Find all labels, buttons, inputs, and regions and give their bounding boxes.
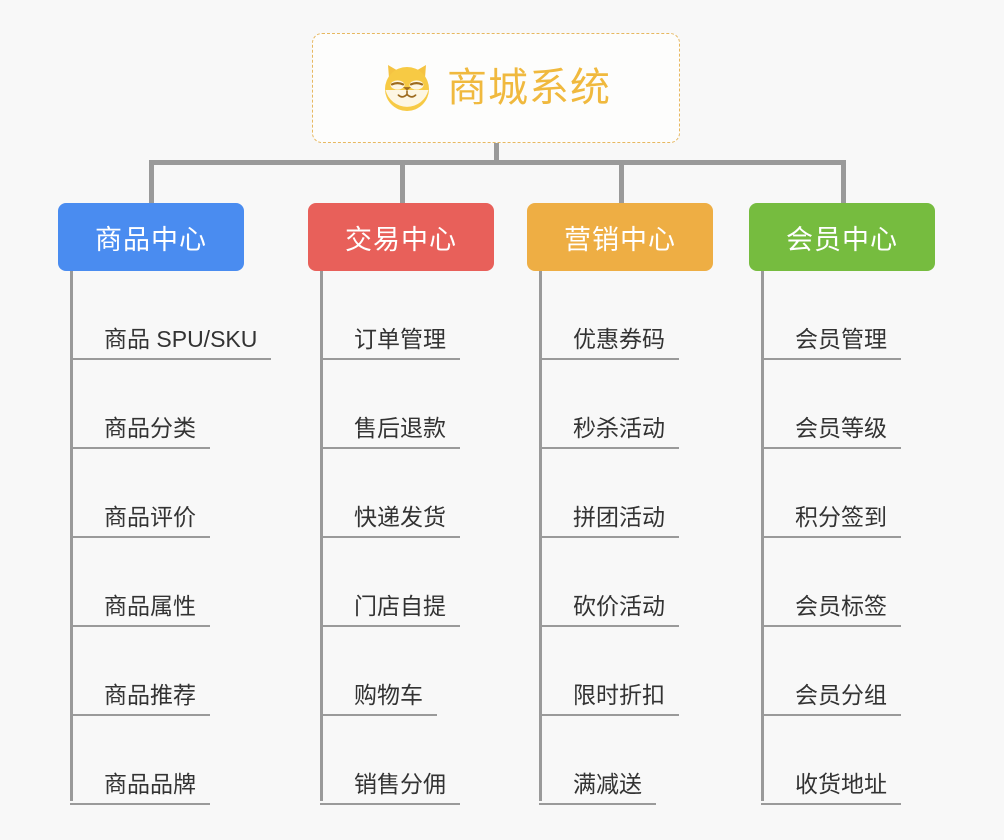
list-item[interactable]: 拼团活动 <box>539 449 713 538</box>
list-item[interactable]: 优惠券码 <box>539 271 713 360</box>
leaf-label: 商品品牌 <box>70 771 210 805</box>
leaf-label: 商品分类 <box>70 415 210 449</box>
category-box-3[interactable]: 营销中心 <box>527 203 713 271</box>
list-item[interactable]: 满减送 <box>539 716 713 805</box>
list-item[interactable]: 购物车 <box>320 627 494 716</box>
leaf-label: 购物车 <box>320 682 437 716</box>
connector-drop-1 <box>149 160 154 205</box>
leaf-label: 会员分组 <box>761 682 901 716</box>
leaf-label: 会员标签 <box>761 593 901 627</box>
leaf-label: 售后退款 <box>320 415 460 449</box>
list-item[interactable]: 商品属性 <box>70 538 244 627</box>
category-label-1: 商品中心 <box>95 224 207 255</box>
leaf-label: 限时折扣 <box>539 682 679 716</box>
branch-column-1: 商品中心 商品 SPU/SKU 商品分类 商品评价 商品属性 商品推荐 商品品牌 <box>58 203 272 805</box>
list-item[interactable]: 会员管理 <box>761 271 935 360</box>
leaf-label: 订单管理 <box>320 326 460 360</box>
leaf-list-1: 商品 SPU/SKU 商品分类 商品评价 商品属性 商品推荐 商品品牌 <box>70 271 272 805</box>
list-item[interactable]: 收货地址 <box>761 716 935 805</box>
shiba-inu-dog-face-icon <box>381 62 433 114</box>
category-box-2[interactable]: 交易中心 <box>308 203 494 271</box>
list-item[interactable]: 门店自提 <box>320 538 494 627</box>
list-item[interactable]: 秒杀活动 <box>539 360 713 449</box>
leaf-list-3: 优惠券码 秒杀活动 拼团活动 砍价活动 限时折扣 满减送 <box>539 271 713 805</box>
list-item[interactable]: 会员等级 <box>761 360 935 449</box>
category-box-1[interactable]: 商品中心 <box>58 203 244 271</box>
list-item[interactable]: 销售分佣 <box>320 716 494 805</box>
list-item[interactable]: 商品品牌 <box>70 716 244 805</box>
leaf-label: 商品 SPU/SKU <box>70 326 272 360</box>
leaf-label: 门店自提 <box>320 593 460 627</box>
category-box-4[interactable]: 会员中心 <box>749 203 935 271</box>
list-item[interactable]: 快递发货 <box>320 449 494 538</box>
leaf-list-2: 订单管理 售后退款 快递发货 门店自提 购物车 销售分佣 <box>320 271 494 805</box>
list-item[interactable]: 积分签到 <box>761 449 935 538</box>
leaf-label: 满减送 <box>539 771 656 805</box>
branch-column-2: 交易中心 订单管理 售后退款 快递发货 门店自提 购物车 销售分佣 <box>308 203 494 805</box>
list-item[interactable]: 商品 SPU/SKU <box>70 271 272 360</box>
leaf-list-4: 会员管理 会员等级 积分签到 会员标签 会员分组 收货地址 <box>761 271 935 805</box>
connector-drop-2 <box>400 160 405 205</box>
leaf-label: 砍价活动 <box>539 593 679 627</box>
list-item[interactable]: 售后退款 <box>320 360 494 449</box>
leaf-label: 秒杀活动 <box>539 415 679 449</box>
list-item[interactable]: 会员标签 <box>761 538 935 627</box>
leaf-label: 商品属性 <box>70 593 210 627</box>
leaf-label: 商品评价 <box>70 504 210 538</box>
connector-drop-4 <box>841 160 846 205</box>
connector-drop-3 <box>619 160 624 205</box>
leaf-label: 优惠券码 <box>539 326 679 360</box>
category-label-3: 营销中心 <box>564 224 676 255</box>
leaf-label: 销售分佣 <box>320 771 460 805</box>
connector-root-stem <box>494 143 499 165</box>
list-item[interactable]: 会员分组 <box>761 627 935 716</box>
list-item[interactable]: 砍价活动 <box>539 538 713 627</box>
branch-column-3: 营销中心 优惠券码 秒杀活动 拼团活动 砍价活动 限时折扣 满减送 <box>527 203 713 805</box>
connector-horizontal-bus <box>149 160 846 165</box>
leaf-label: 收货地址 <box>761 771 901 805</box>
leaf-label: 积分签到 <box>761 504 901 538</box>
list-item[interactable]: 限时折扣 <box>539 627 713 716</box>
list-item[interactable]: 商品评价 <box>70 449 244 538</box>
leaf-label: 商品推荐 <box>70 682 210 716</box>
root-node[interactable]: 商城系统 <box>312 33 680 143</box>
leaf-label: 会员等级 <box>761 415 901 449</box>
leaf-label: 拼团活动 <box>539 504 679 538</box>
leaf-label: 快递发货 <box>320 504 460 538</box>
category-label-4: 会员中心 <box>786 224 898 255</box>
list-item[interactable]: 商品分类 <box>70 360 244 449</box>
list-item[interactable]: 订单管理 <box>320 271 494 360</box>
root-title: 商城系统 <box>447 66 611 110</box>
branch-column-4: 会员中心 会员管理 会员等级 积分签到 会员标签 会员分组 收货地址 <box>749 203 935 805</box>
list-item[interactable]: 商品推荐 <box>70 627 244 716</box>
leaf-label: 会员管理 <box>761 326 901 360</box>
category-label-2: 交易中心 <box>345 224 457 255</box>
